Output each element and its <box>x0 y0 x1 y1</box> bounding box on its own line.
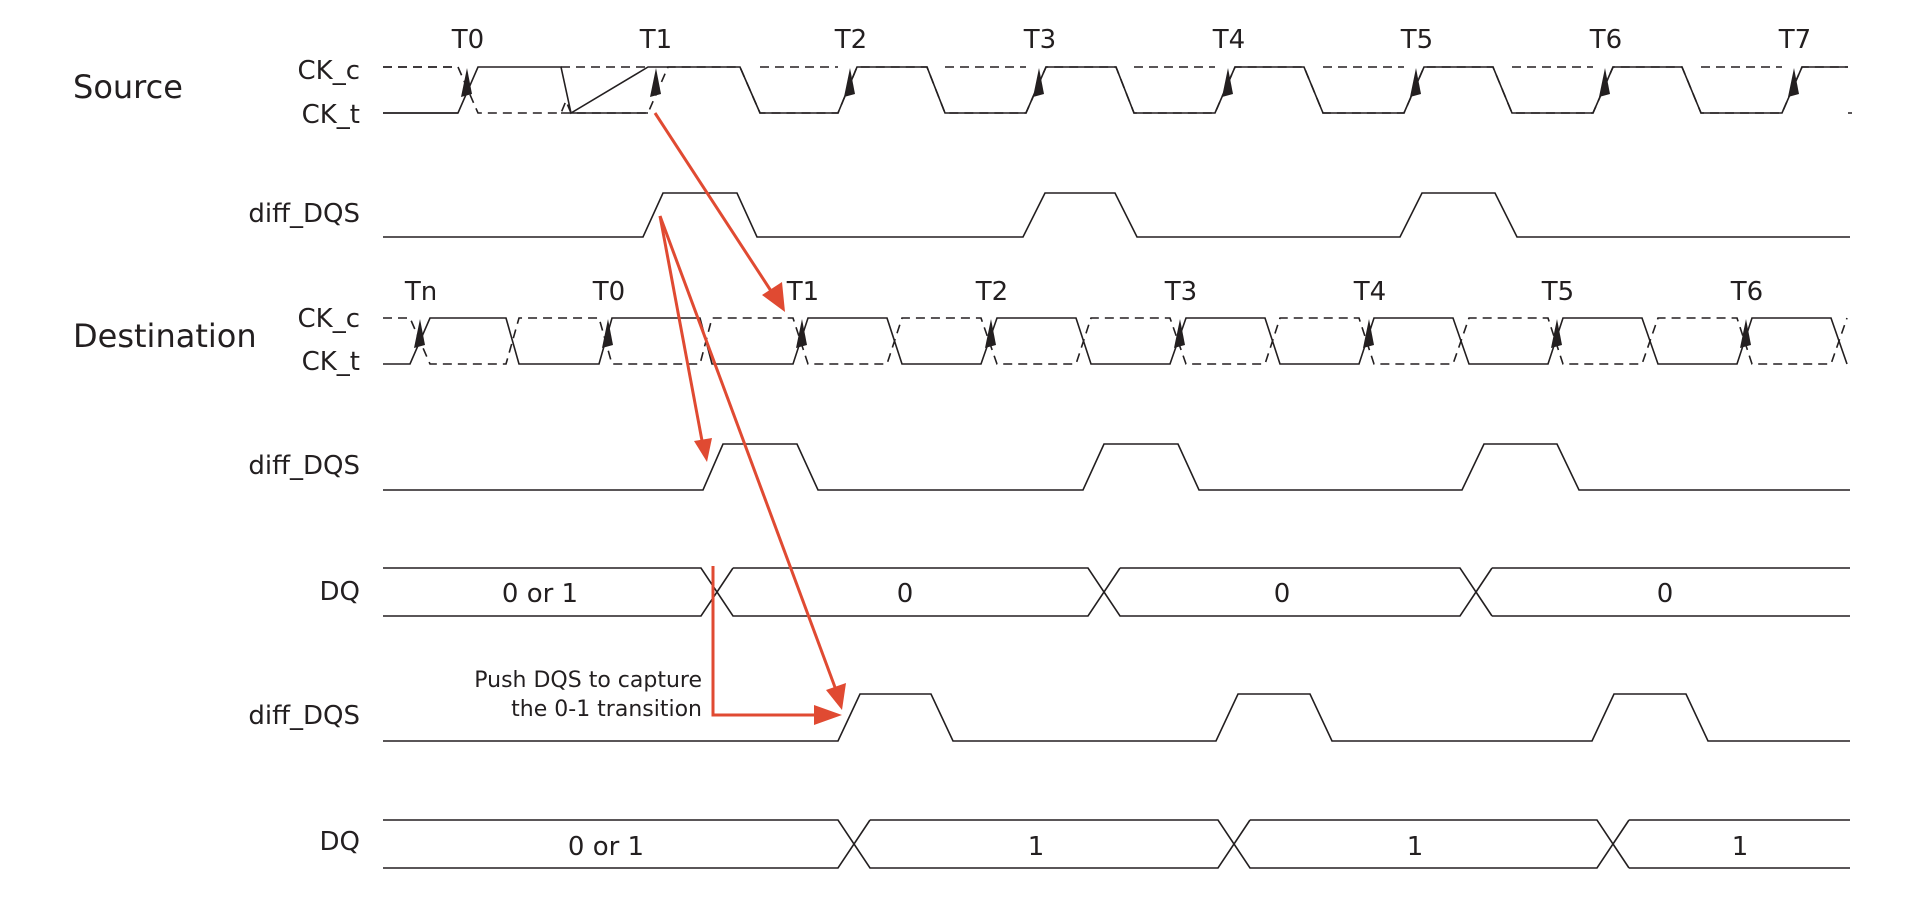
source-clock-waveform <box>383 66 1852 115</box>
destination-tick-label: T2 <box>975 277 1008 307</box>
rising-edge-arrow-icon <box>1222 68 1233 97</box>
source-diff-dqs-label: diff_DQS <box>248 199 360 229</box>
source-tick-label: T1 <box>639 25 672 55</box>
destination-diff-dqs-waveform <box>383 443 1850 491</box>
destination-ck-t-label: CK_t <box>302 347 360 377</box>
destination-tick-label: T0 <box>592 277 625 307</box>
destination-clock-ticks: Tn T0 T1 T2 T3 T4 T5 T6 <box>404 277 1763 307</box>
rising-edge-arrow-icon <box>1599 68 1610 97</box>
source-diff-dqs-waveform <box>383 192 1850 238</box>
rising-edge-arrow-icon <box>1033 68 1044 97</box>
dq-bus-trace <box>383 567 1850 617</box>
dq-value: 0 <box>1274 579 1291 609</box>
source-tick-label: T0 <box>451 25 484 55</box>
destination-tick-label: Tn <box>404 277 437 307</box>
destination-diff-dqs-waveform-2 <box>383 693 1850 742</box>
source-clock-ticks: T0 T1 T2 T3 T4 T5 T6 T7 <box>451 25 1811 55</box>
dq-value: 1 <box>1407 832 1424 862</box>
rising-edge-arrow-icon <box>796 319 807 348</box>
ck-to-destination-t1-arrow <box>653 112 775 295</box>
destination-group-label: Destination <box>73 317 257 355</box>
rising-edge-arrow-icon <box>1551 319 1562 348</box>
destination-ck-c-trace <box>383 317 1848 365</box>
rising-edge-arrow-icon <box>1788 68 1799 97</box>
destination-diff-dqs-label-2: diff_DQS <box>248 701 360 731</box>
destination-tick-label: T4 <box>1353 277 1386 307</box>
timing-arrows <box>653 112 846 725</box>
rising-edge-arrow-icon <box>461 68 472 97</box>
dq-value: 0 <box>897 579 914 609</box>
source-tick-label: T7 <box>1778 25 1811 55</box>
source-tick-label: T2 <box>834 25 867 55</box>
push-dqs-arrow <box>711 566 821 717</box>
dq-bus-trace <box>383 819 1850 869</box>
destination-clock-waveform <box>383 317 1848 365</box>
dq-value: 1 <box>1028 832 1045 862</box>
annotation-line-2: the 0-1 transition <box>511 697 702 722</box>
rising-edge-arrow-icon <box>985 319 996 348</box>
dq-value: 1 <box>1732 832 1749 862</box>
destination-dq-label-2: DQ <box>320 827 361 857</box>
rising-edge-arrow-icon <box>1740 319 1751 348</box>
source-ck-c-label: CK_c <box>298 56 361 86</box>
rising-edge-arrow-icon <box>602 319 613 348</box>
source-group-label: Source <box>73 68 183 106</box>
destination-ck-c-label: CK_c <box>298 304 361 334</box>
source-tick-label: T3 <box>1023 25 1056 55</box>
annotation-line-1: Push DQS to capture <box>474 668 702 693</box>
source-tick-label: T6 <box>1589 25 1622 55</box>
arrowhead-icon <box>694 438 712 462</box>
destination-diff-dqs-label: diff_DQS <box>248 451 360 481</box>
rising-edge-arrow-icon <box>414 319 425 348</box>
destination-tick-label: T5 <box>1541 277 1574 307</box>
rising-edge-arrow-icon <box>1174 319 1185 348</box>
rising-edge-arrow-icon <box>844 68 855 97</box>
source-ck-t-trace <box>383 66 1848 115</box>
rising-edge-arrow-icon <box>1363 319 1374 348</box>
source-tick-label: T5 <box>1400 25 1433 55</box>
destination-tick-label: T6 <box>1730 277 1763 307</box>
source-tick-label: T4 <box>1212 25 1245 55</box>
destination-tick-label: T3 <box>1164 277 1197 307</box>
destination-ck-t-trace <box>383 317 1848 365</box>
arrowhead-icon <box>814 705 842 725</box>
dqs-to-pushed-dqs-arrow <box>658 215 838 691</box>
dq-value: 0 or 1 <box>568 832 644 862</box>
dq-bus-row-1: 0 or 1 0 0 0 <box>383 567 1850 617</box>
dqs-to-destination-dqs-arrow <box>658 215 705 447</box>
destination-dq-label-1: DQ <box>320 577 361 607</box>
arrowhead-icon <box>826 683 846 710</box>
source-ck-t-label: CK_t <box>302 100 360 130</box>
dq-bus-row-2: 0 or 1 1 1 1 <box>383 819 1850 869</box>
rising-edge-arrow-icon <box>650 68 661 97</box>
dq-value: 0 <box>1657 579 1674 609</box>
dq-value: 0 or 1 <box>502 579 578 609</box>
source-ck-c-trace <box>383 66 1852 114</box>
arrowhead-icon <box>762 282 785 312</box>
destination-tick-label: T1 <box>786 277 819 307</box>
rising-edge-arrow-icon <box>1410 68 1421 97</box>
